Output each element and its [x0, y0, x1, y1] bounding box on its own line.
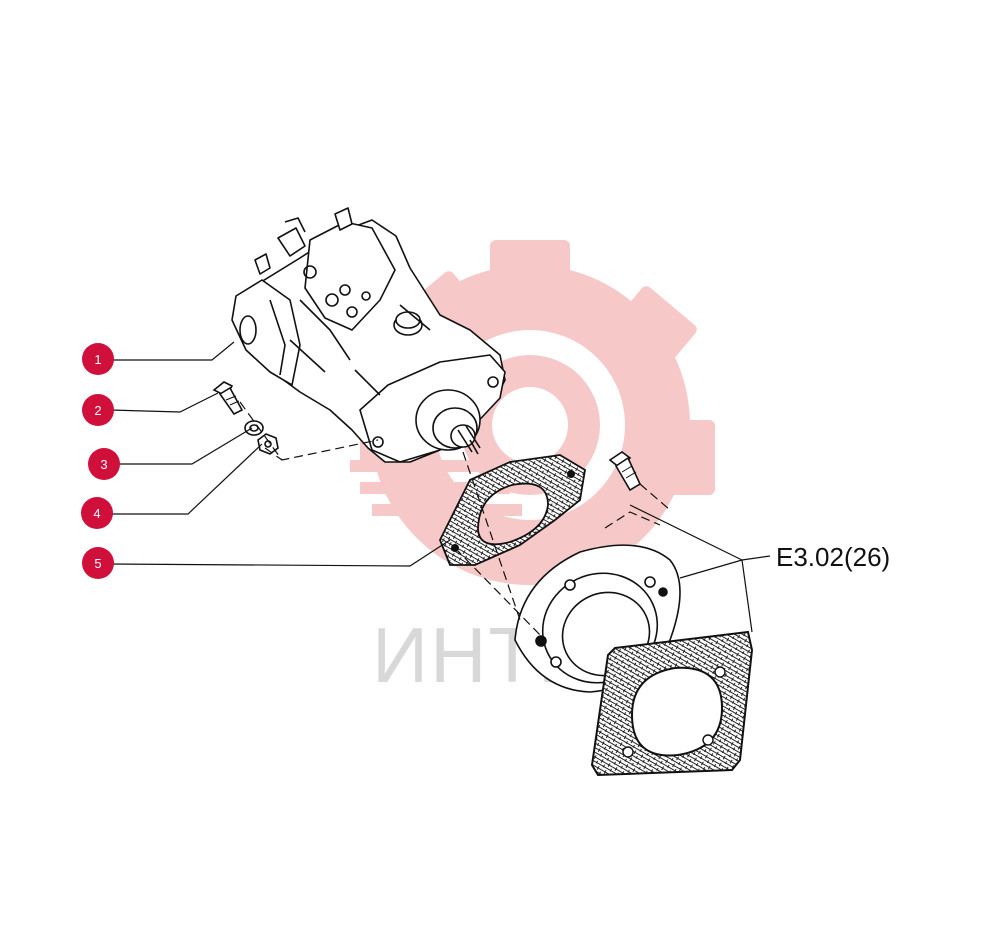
callout-3[interactable]: 3: [88, 448, 120, 480]
ring-bolt: [608, 451, 642, 492]
callout-number: 5: [94, 556, 101, 571]
assembly-lines: [239, 401, 671, 641]
callout-5[interactable]: 5: [82, 547, 114, 579]
callout-badge: [82, 343, 114, 375]
washer: [244, 420, 264, 436]
callout-badge: [82, 547, 114, 579]
reference-label: E3.02(26): [776, 542, 890, 572]
callout-number: 3: [100, 457, 107, 472]
reference-leader-lines: [629, 504, 771, 633]
callout-number: 2: [94, 403, 101, 418]
bolt: [212, 381, 244, 416]
hydraulic-pump: [231, 207, 506, 463]
callout-badge: [82, 394, 114, 426]
callout-1[interactable]: 1: [82, 343, 114, 375]
callout-badge: [81, 497, 113, 529]
callout-2[interactable]: 2: [82, 394, 114, 426]
flange-gasket: [439, 454, 586, 566]
callout-4[interactable]: 4: [81, 497, 113, 529]
callout-badge: [88, 448, 120, 480]
callout-number: 4: [93, 506, 100, 521]
square-gasket: [590, 630, 754, 777]
callout-number: 1: [94, 352, 101, 367]
leader-lines: [109, 341, 451, 567]
